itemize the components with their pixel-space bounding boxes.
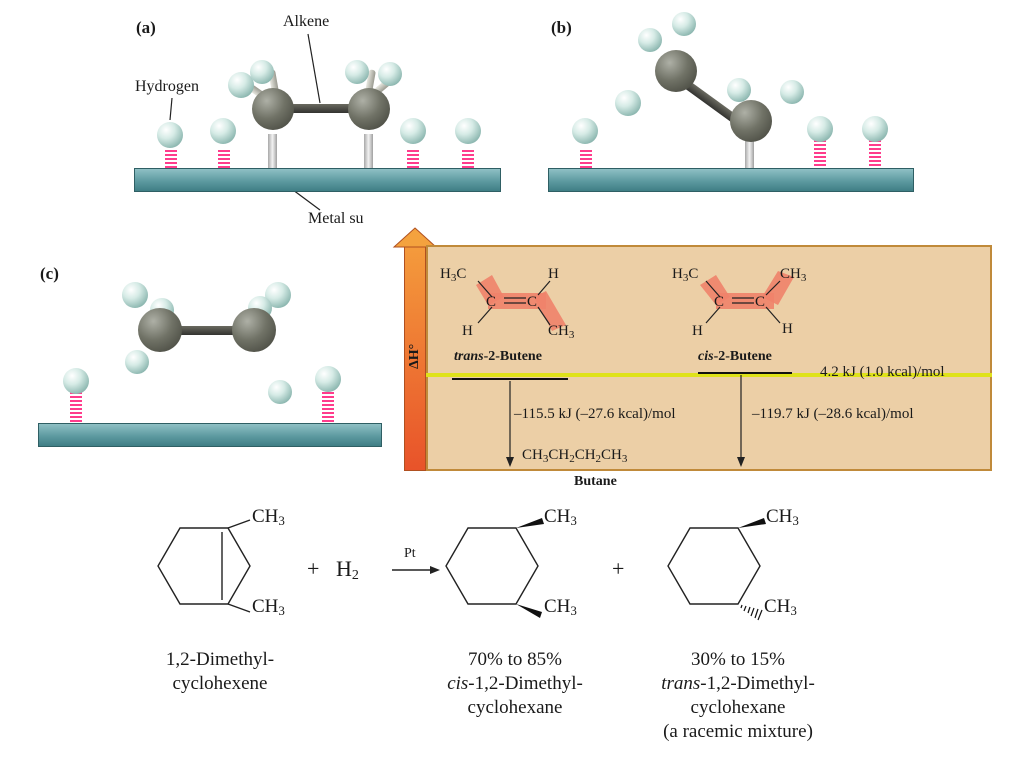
cis-product-methyl-bottom: CH3 [544, 596, 577, 618]
h-bond-spring [462, 150, 474, 168]
butane-formula: CH3CH2CH2CH3 [522, 447, 628, 465]
h-bond-spring [70, 392, 82, 423]
enthalpy-axis-label: ΔH° [407, 343, 422, 369]
cis-left-bottom: H [692, 323, 703, 339]
cis-left-top: H3C [672, 266, 699, 284]
hydrogen-atom [122, 282, 148, 308]
reactant-methyl-top: CH3 [252, 506, 285, 528]
panel-b-label: (b) [551, 18, 572, 37]
carbon-carbon-bond [160, 326, 250, 335]
trans-product-methyl-bottom: CH3 [764, 596, 797, 618]
h-bond-spring [218, 150, 230, 168]
cis-right-top: CH3 [780, 266, 807, 284]
metal-surface-callout: Metal su [308, 210, 364, 227]
hydrogen-atom [315, 366, 341, 392]
carbon-carbon-bond [290, 104, 370, 113]
h-bond-spring [580, 150, 592, 168]
carbon-atom [348, 88, 390, 130]
trans-right-bottom: CH3 [548, 323, 575, 341]
cis-product-methyl-top: CH3 [544, 506, 577, 528]
cis-2-butene-name: cis-2-Butene [698, 349, 772, 364]
alkene-callout: Alkene [283, 13, 330, 30]
trans-left-top: H3C [440, 266, 467, 284]
hydrogen-atom [572, 118, 598, 144]
catalyst-label: Pt [404, 546, 416, 561]
hydrogen-atom [638, 28, 662, 52]
metal-surface-a [134, 168, 501, 192]
hydrogen-atom [400, 118, 426, 144]
trans-left-bottom: H [462, 323, 473, 339]
panel-a-label: (a) [136, 18, 156, 37]
surface-bond [745, 132, 754, 168]
carbon-atom [252, 88, 294, 130]
hydrogen-atom [157, 122, 183, 148]
surface-bond [268, 134, 277, 168]
trans-2-butene-name: trans-2-Butene [454, 349, 542, 364]
panel-c-label: (c) [40, 264, 59, 283]
reactant-name: 1,2-Dimethyl- cyclohexene [165, 649, 275, 694]
enthalpy-arrow-head [392, 227, 438, 248]
hydrogen-molecule: H2 [336, 556, 359, 583]
butane-name: Butane [574, 474, 617, 489]
metal-surface-b [548, 168, 914, 192]
reaction-structures [157, 518, 766, 621]
hydrogen-atom [125, 350, 149, 374]
metal-surface-c [38, 423, 382, 447]
trans-product-caption: 30% to 15% trans-1,2-Dimethyl- cyclohexa… [661, 649, 815, 742]
plus-sign-1: + [307, 556, 320, 581]
energy-levels [426, 271, 992, 467]
hydrogen-atom [268, 380, 292, 404]
hydrogen-atom [862, 116, 888, 142]
h-bond-spring [322, 392, 334, 423]
h-bond-spring [814, 140, 826, 168]
h-bond-spring [407, 150, 419, 168]
hydrogen-atom [455, 118, 481, 144]
reactant-methyl-bottom: CH3 [252, 596, 285, 618]
hydrogen-atom [210, 118, 236, 144]
hydrogen-atom [727, 78, 751, 102]
hydrogen-callout: Hydrogen [135, 78, 199, 95]
carbon-atom [730, 100, 772, 142]
plus-sign-2: + [612, 556, 625, 581]
trans-right-top: H [548, 266, 559, 282]
cis-delta-h: –119.7 kJ (–28.6 kcal)/mol [752, 406, 914, 422]
hydrogen-atom [672, 12, 696, 36]
trans-delta-h: –115.5 kJ (–27.6 kcal)/mol [514, 406, 676, 422]
carbon-atom [138, 308, 182, 352]
h-bond-spring [165, 150, 177, 168]
hydrogen-atom [807, 116, 833, 142]
cis-carbon-right: C [755, 294, 766, 310]
energy-gap-label: 4.2 kJ (1.0 kcal)/mol [820, 364, 945, 380]
carbon-atom [655, 50, 697, 92]
hydrogen-atom [250, 60, 274, 84]
cis-product-caption: 70% to 85% cis-1,2-Dimethyl- cyclohexane [447, 649, 583, 718]
hydrogen-atom [378, 62, 402, 86]
cis-right-bottom: H [782, 321, 793, 337]
hydrogen-atom [615, 90, 641, 116]
hydrogen-atom [345, 60, 369, 84]
hydrogen-atom [63, 368, 89, 394]
hydrogen-atom [228, 72, 254, 98]
hydrogen-atom [780, 80, 804, 104]
cis-carbon-left: C [714, 294, 725, 310]
trans-carbon-right: C [527, 294, 538, 310]
trans-product-methyl-top: CH3 [766, 506, 799, 528]
trans-carbon-left: C [486, 294, 497, 310]
carbon-atom [232, 308, 276, 352]
h-bond-spring [869, 140, 881, 168]
surface-bond [364, 134, 373, 168]
